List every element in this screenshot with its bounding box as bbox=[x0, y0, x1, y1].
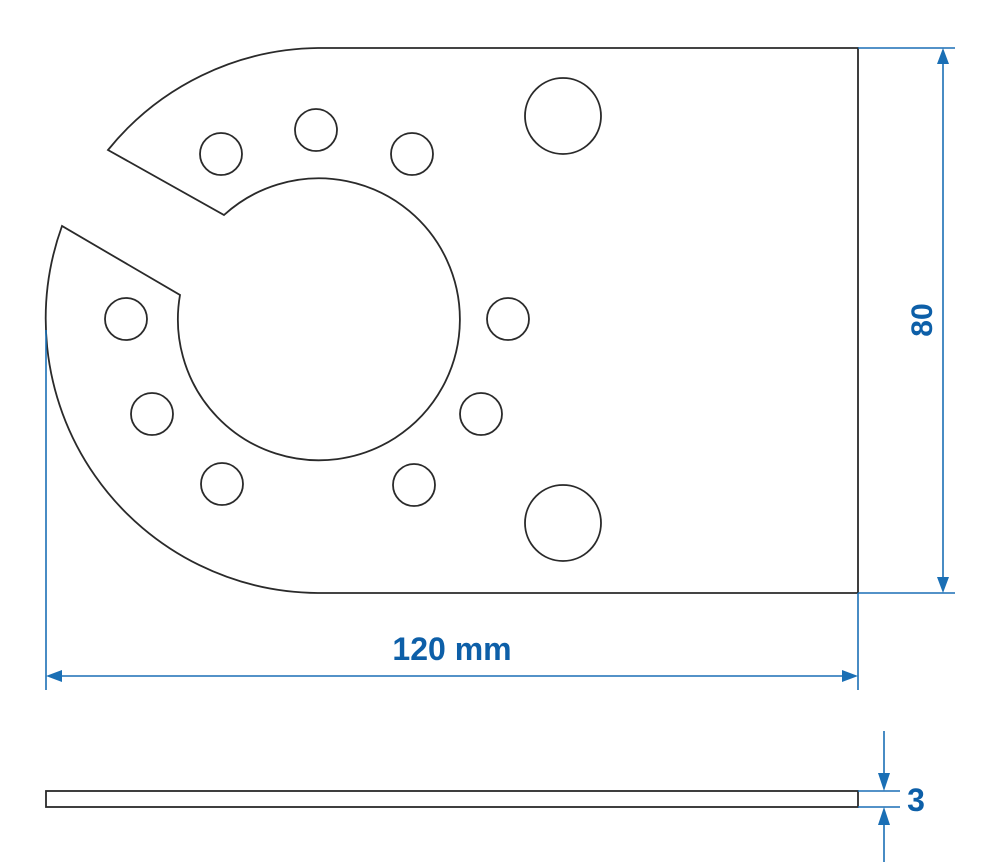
plate-top-view bbox=[44, 47, 859, 594]
thickness-dimension: 3 bbox=[858, 731, 925, 862]
mounting-hole-large bbox=[524, 77, 602, 155]
plate-side-view bbox=[45, 790, 859, 808]
bolt-hole bbox=[390, 132, 434, 176]
bolt-hole bbox=[130, 392, 174, 436]
width-dimension: 120 mm bbox=[45, 330, 859, 690]
height-dimension: 80 bbox=[858, 47, 955, 594]
plate-outline bbox=[44, 47, 859, 594]
bolt-hole bbox=[392, 463, 436, 507]
bolt-hole bbox=[294, 108, 338, 152]
thickness-label: 3 bbox=[907, 782, 925, 818]
mounting-hole-large bbox=[524, 484, 602, 562]
width-label: 120 mm bbox=[392, 631, 511, 667]
bolt-hole bbox=[459, 392, 503, 436]
bolt-hole bbox=[200, 462, 244, 506]
height-label: 80 bbox=[906, 303, 939, 336]
bolt-hole bbox=[199, 132, 243, 176]
bolt-hole bbox=[486, 297, 530, 341]
bolt-hole bbox=[104, 297, 148, 341]
plate-edge bbox=[45, 790, 859, 808]
